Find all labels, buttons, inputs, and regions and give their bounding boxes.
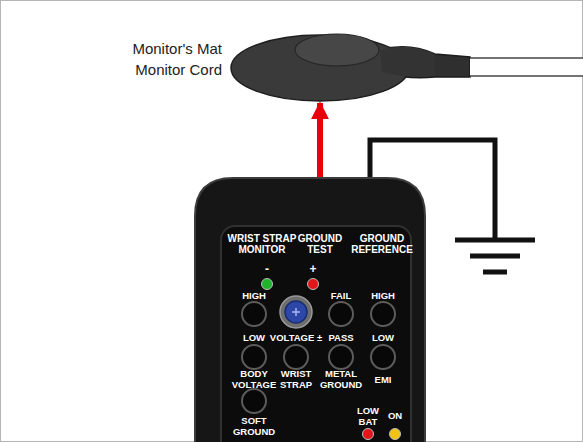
knob-slot [292, 308, 300, 316]
cable [470, 58, 583, 76]
button-label: PASS [328, 332, 353, 343]
ground-symbol [455, 240, 535, 272]
push-button [284, 345, 308, 369]
button-label: LOW [243, 332, 265, 343]
push-button [242, 389, 266, 413]
push-button [242, 302, 266, 326]
cable-edge [470, 75, 583, 77]
push-button [371, 302, 395, 326]
button-label: FAIL [331, 290, 352, 301]
button-label: SOFT GROUND [231, 415, 277, 437]
puck-dome [295, 34, 379, 66]
voltage-knob [280, 296, 312, 328]
device-housing [195, 178, 425, 442]
led-green [262, 279, 273, 290]
knob-label: VOLTAGE ± [270, 332, 322, 343]
button-label: METAL GROUND [319, 368, 363, 390]
led-yellow [390, 429, 401, 440]
button-label: HIGH [242, 290, 266, 301]
push-button [329, 345, 353, 369]
button-label: LOW [372, 332, 394, 343]
signal-arrow [317, 103, 323, 178]
cord-strain-relief [380, 47, 435, 77]
led-sign: - [265, 264, 269, 275]
front-panel [221, 226, 411, 442]
push-button [371, 345, 395, 369]
led-label: LOW BAT [353, 405, 383, 427]
puck-shape [230, 30, 410, 102]
cable-edge [470, 57, 583, 59]
push-button [329, 302, 353, 326]
button-label: HIGH [371, 290, 395, 301]
wrist-strap-monitor-device: WRIST STRAP MONITORGROUND TESTGROUND REF… [195, 178, 425, 442]
callout-label: Monitor's Mat Monitor Cord [100, 38, 222, 80]
led-red [363, 429, 374, 440]
cord-strain-relief [380, 47, 470, 78]
column-heading: GROUND REFERENCE [350, 233, 414, 255]
push-button [242, 345, 266, 369]
button-label: EMI [375, 374, 392, 385]
led-red [308, 279, 319, 290]
led-label: ON [388, 410, 402, 421]
button-label: WRIST STRAP [276, 368, 316, 390]
led-sign: + [309, 264, 316, 275]
button-label: BODY VOLTAGE [231, 368, 277, 390]
mat-monitor-puck: Monitor's Mat Monitor Cord [230, 30, 410, 102]
column-heading: GROUND TEST [295, 233, 345, 255]
voltage-knob-cap [285, 301, 307, 323]
column-heading: WRIST STRAP MONITOR [227, 233, 297, 255]
